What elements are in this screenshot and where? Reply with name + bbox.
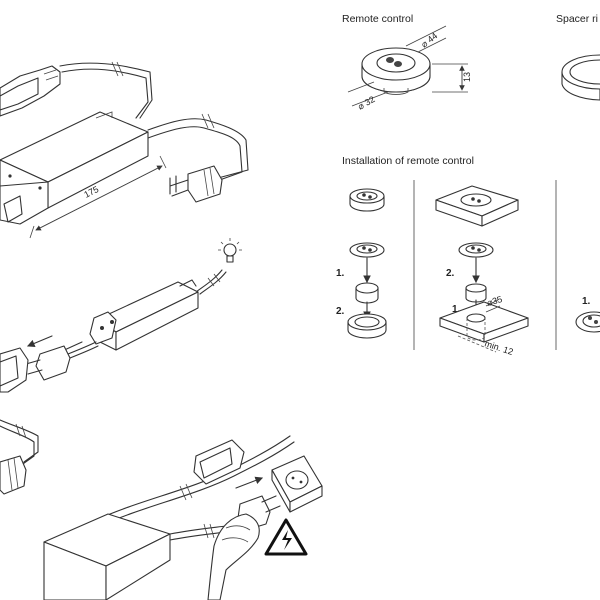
coupler-bottom-icon [193,439,245,485]
remote-control-title: Remote control [342,13,413,25]
col2-step2-label: 2. [446,268,455,279]
min-depth: min. 12 [483,338,514,357]
spacer-ring-drawing [561,54,600,101]
coupler-plug-icon [0,65,61,117]
wall-outlet-icon [271,455,323,513]
install-column-3: 1. [575,296,600,333]
hand-plug-icon [207,476,281,600]
col3-step1-label: 1. [582,296,591,307]
install-column-2: 2. 1. ⌀35 min. 12 [435,185,529,357]
warning-triangle-icon [264,518,308,556]
power-supply-bottom [0,419,295,600]
installation-title: Installation of remote control [342,155,474,167]
remote-control-drawing: ⌀ 44 13 ⌀ 32 [347,25,472,112]
euro-plug-icon [169,165,223,203]
euro-plug-middle-icon [25,345,71,381]
power-supply-middle [0,269,227,393]
remote-height: 13 [462,72,472,82]
spacer-ring-title: Spacer ri [556,13,598,25]
power-supply-box [0,111,149,225]
coupler-middle-icon [0,347,29,393]
light-bulb-icon [218,238,242,263]
hole-dia: ⌀35 [486,294,504,308]
col1-step2-label: 2. [336,306,345,317]
col1-step1-label: 1. [336,268,345,279]
remote-base-dia: ⌀ 32 [356,94,377,112]
power-supply-top: 175 [0,61,249,239]
euro-plug-bottom-icon [0,455,27,495]
col2-step1-label: 1. [452,304,461,315]
install-column-1: 1. 2. [336,188,387,339]
